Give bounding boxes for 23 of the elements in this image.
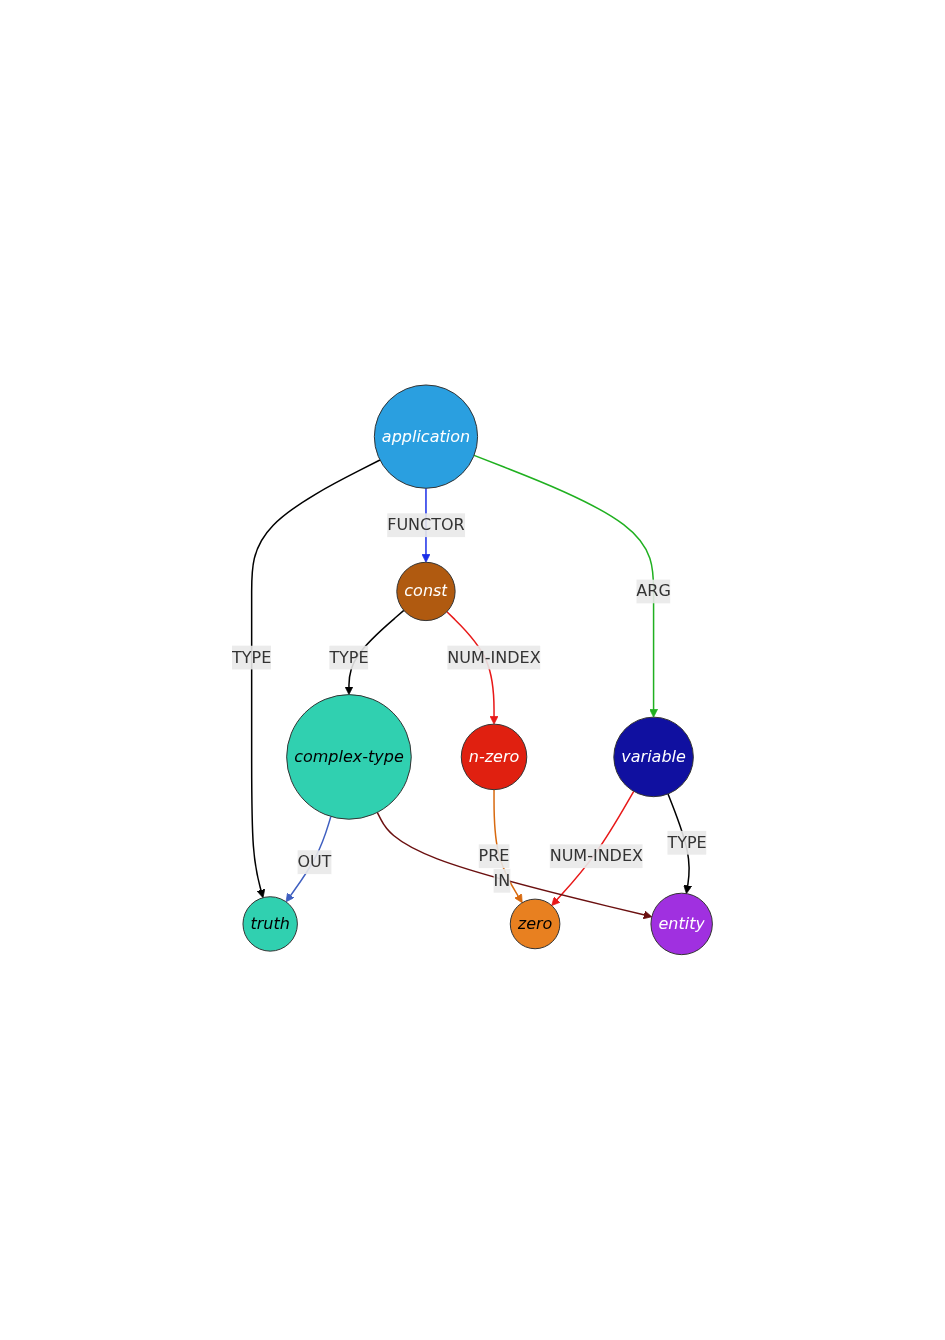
node-circle: application [374,384,479,489]
node-circle: variable [613,716,695,798]
edge-label: TYPE [667,832,707,852]
edge-label: FUNCTOR [387,515,466,535]
edge-label: NUM-INDEX [549,846,644,866]
edge-label: TYPE [329,647,369,667]
edge-label: TYPE [232,647,272,667]
arrow [473,454,659,718]
edge-label: PRE [478,846,510,866]
node-circle: zero [510,898,561,950]
arrow [285,815,332,903]
edge-label: IN [493,870,511,890]
node-circle: truth [242,896,299,952]
node-circle: entity [650,892,714,956]
arrow [493,789,523,904]
node-circle: const [396,561,456,622]
node-circle: n-zero [461,723,528,791]
arrow [251,459,381,899]
edge-label: ARG [636,581,672,601]
arrow [376,811,653,920]
edge-label: OUT [297,852,332,872]
edge-label: NUM-INDEX [447,647,541,667]
node-circle: complex-type [286,694,413,820]
